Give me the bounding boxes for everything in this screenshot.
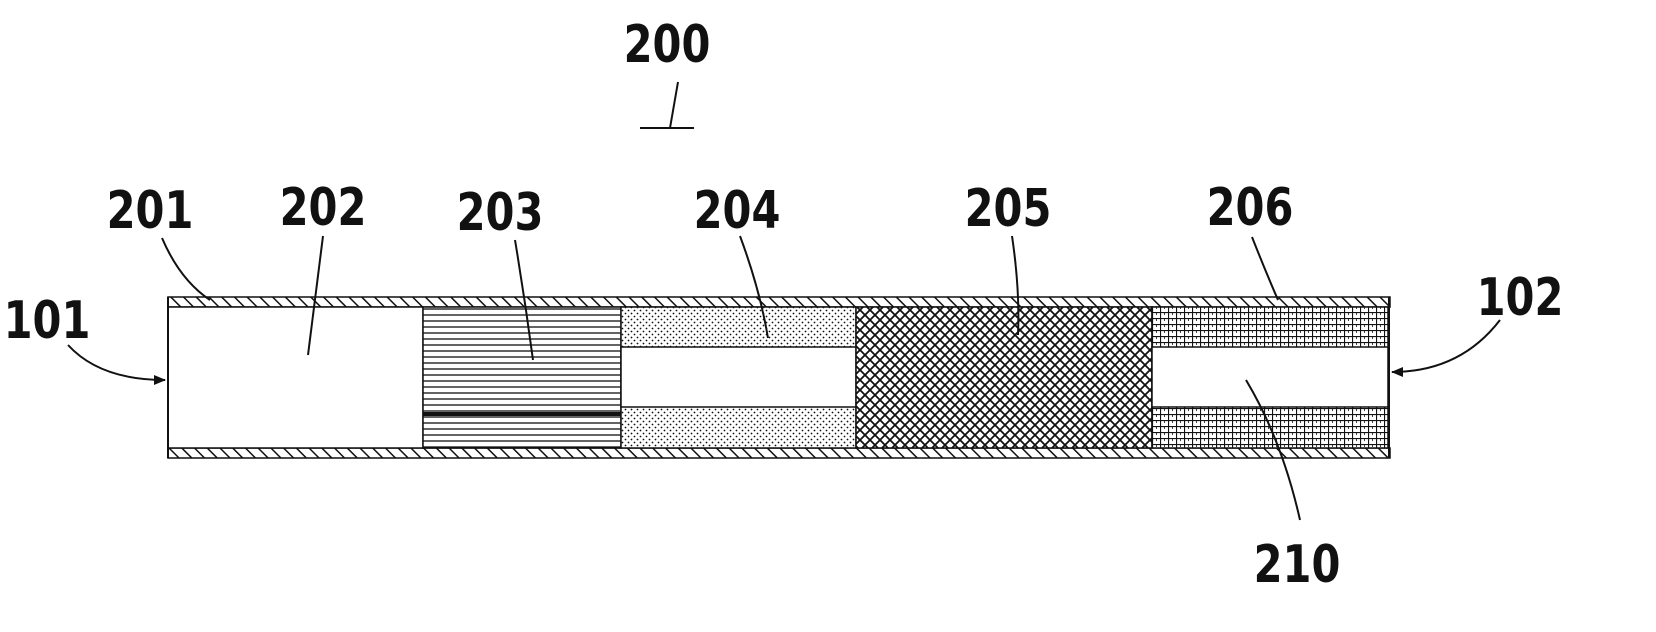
label-205: 205: [965, 179, 1052, 240]
leader-203: [514, 239, 534, 361]
label-202: 202: [280, 178, 367, 239]
segment-205-crosshatched: [855, 306, 1153, 449]
leader-202: [307, 235, 324, 356]
label-101: 101: [4, 291, 91, 352]
label-203: 203: [457, 183, 544, 244]
label-102: 102: [1477, 268, 1564, 329]
segment-204-dotted-with-channel: [620, 306, 857, 449]
segment-203-lined: [422, 306, 622, 449]
segment-204-channel: [620, 346, 857, 408]
label-201: 201: [107, 181, 194, 242]
leader-201: [161, 237, 211, 301]
label-206: 206: [1207, 178, 1294, 239]
leader-206: [1251, 236, 1279, 301]
leader-200: [640, 81, 694, 129]
wrapper-bottom-layer: [167, 447, 1391, 459]
label-210: 210: [1254, 535, 1341, 596]
label-204: 204: [694, 181, 781, 242]
label-200: 200: [624, 15, 711, 76]
channel-210: [1151, 346, 1389, 408]
leader-204: [739, 235, 769, 339]
arrow-102: [1391, 319, 1501, 377]
wrapper-top-layer: [167, 296, 1391, 308]
leader-210: [1245, 379, 1301, 521]
segment-202-empty-chamber: [167, 306, 424, 449]
leader-lines: [161, 235, 1301, 521]
segment-206-grid-with-channel: [1151, 306, 1389, 449]
leader-205: [1011, 235, 1020, 336]
arrow-101: [67, 344, 166, 385]
